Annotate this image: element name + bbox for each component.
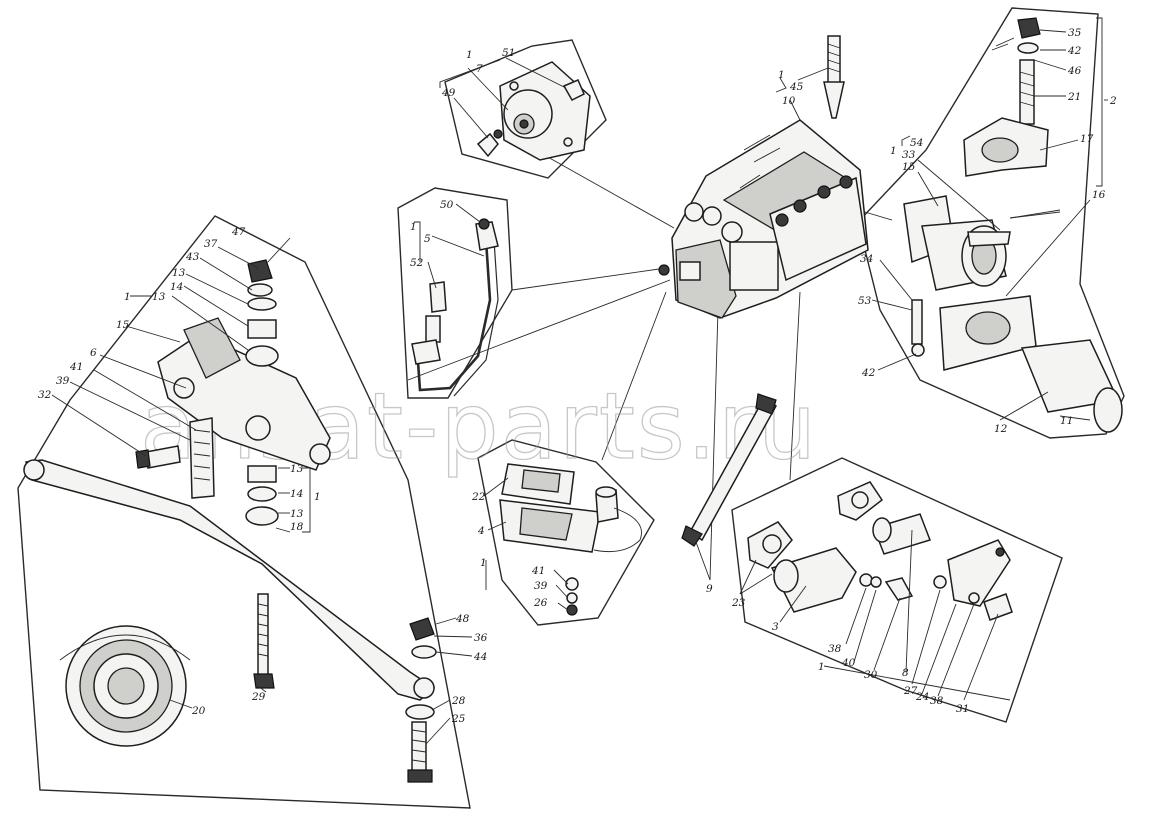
label-38: 38 (930, 695, 944, 707)
label-36: 36 (474, 632, 488, 644)
label-43: 43 (185, 251, 200, 263)
label-31: 31 (956, 703, 969, 715)
label-17: 17 (1080, 133, 1094, 145)
label-34: 34 (860, 253, 873, 265)
label-12: 12 (994, 423, 1008, 435)
leader-lines (51, 17, 1108, 745)
left-assembly (23, 259, 437, 783)
label-1: 1 (124, 291, 131, 303)
pipe-assembly (747, 481, 1013, 621)
group-outlines (17, 7, 1125, 809)
label-49: 49 (441, 87, 456, 99)
label-1: 1 (778, 69, 785, 81)
label-3: 3 (772, 621, 779, 633)
label-1: 1 (410, 221, 417, 233)
callout-labels: 47 37 43 13 14 1 13 15 6 41 39 32 13 14 … (38, 27, 1117, 725)
label-9: 9 (706, 583, 713, 595)
label-8: 8 (902, 667, 909, 679)
label-37: 37 (204, 238, 218, 250)
label-1: 1 (466, 49, 473, 61)
label-1: 1 (480, 557, 487, 569)
label-39: 39 (56, 375, 70, 387)
label-13: 13 (290, 463, 304, 475)
label-13: 13 (152, 291, 166, 303)
label-35: 35 (1068, 27, 1082, 39)
label-2: 2 (1109, 95, 1117, 107)
left-assembly-outline (17, 215, 471, 809)
label-50: 50 (440, 199, 454, 211)
label-18: 18 (290, 521, 304, 533)
compressor-body (658, 119, 869, 319)
pipe-group-outline (731, 457, 1063, 723)
connection-lines (407, 155, 1061, 581)
bracket-group-outline (857, 7, 1125, 439)
gasket-group-outline (477, 439, 655, 626)
cover-group-outline (444, 39, 607, 179)
label-20: 20 (191, 705, 206, 717)
label-13: 13 (290, 508, 304, 520)
label-24: 24 (915, 691, 929, 703)
oil-tube-assembly (411, 218, 499, 397)
tube-group-outline (397, 187, 513, 399)
label-39: 39 (534, 580, 548, 592)
label-28: 28 (451, 695, 466, 707)
label-33: 33 (902, 149, 916, 161)
label-41: 41 (531, 565, 545, 577)
label-40: 40 (841, 657, 856, 669)
gasket-assembly (499, 463, 642, 616)
label-38: 38 (828, 643, 842, 655)
label-21: 21 (1067, 91, 1081, 103)
label-45: 45 (789, 81, 804, 93)
tie-rod-9 (681, 393, 777, 547)
stud-45 (823, 35, 845, 119)
label-10: 10 (782, 95, 796, 107)
label-6: 6 (90, 347, 97, 359)
label-1: 1 (818, 661, 825, 673)
label-46: 46 (1067, 65, 1082, 77)
label-52: 52 (410, 257, 424, 269)
label-29: 29 (251, 691, 266, 703)
label-14: 14 (290, 488, 303, 500)
label-7: 7 (476, 63, 483, 75)
label-22: 22 (471, 491, 486, 503)
label-25: 25 (451, 713, 466, 725)
label-51: 51 (502, 47, 515, 59)
label-16: 16 (1092, 189, 1106, 201)
label-14: 14 (170, 281, 183, 293)
label-27: 27 (903, 685, 918, 697)
bracket-assembly (903, 17, 1123, 433)
label-1: 1 (314, 491, 321, 503)
label-4: 4 (477, 525, 485, 537)
label-41: 41 (69, 361, 83, 373)
label-11: 11 (1060, 415, 1073, 427)
label-13: 13 (172, 267, 186, 279)
label-42: 42 (861, 367, 876, 379)
label-1: 1 (890, 145, 897, 157)
label-53: 53 (858, 295, 872, 307)
label-15: 15 (902, 161, 916, 173)
label-44: 44 (473, 651, 487, 663)
label-23: 23 (731, 597, 746, 609)
label-26: 26 (533, 597, 548, 609)
label-5: 5 (424, 233, 431, 245)
label-15: 15 (116, 319, 130, 331)
cover-assembly (476, 61, 591, 161)
label-42: 42 (1067, 45, 1082, 57)
label-47: 47 (231, 226, 246, 238)
label-32: 32 (38, 389, 52, 401)
label-48: 48 (455, 613, 470, 625)
label-54: 54 (910, 137, 923, 149)
label-30: 30 (864, 669, 878, 681)
